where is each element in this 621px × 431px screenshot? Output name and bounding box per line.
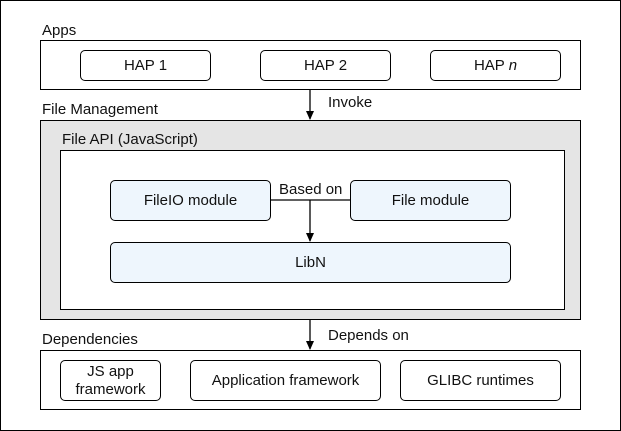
file-api-label: File API (JavaScript) [62,131,198,148]
js-app-framework-box: JS app framework [60,360,161,401]
hap-1-label: HAP 1 [123,56,168,74]
hap-n-label: HAP n [474,57,517,75]
hap-n-prefix: HAP [473,56,509,74]
libn-label: LibN [295,253,326,271]
fileio-module-label: FileIO module [143,191,238,209]
hap-2-label: HAP 2 [303,56,348,74]
application-framework-label: Application framework [211,371,360,389]
based-on-label: Based on [279,181,343,198]
application-framework-box: Application framework [190,360,381,401]
hap-n-box: HAP n [430,50,561,81]
hap-2-box: HAP 2 [260,50,391,81]
glibc-runtimes-label: GLIBC runtimes [427,371,534,389]
libn-box: LibN [110,242,511,283]
file-management-section-label: File Management [42,101,158,118]
file-module-box: File module [350,180,511,221]
invoke-label: Invoke [328,94,373,111]
hap-n-suffix: n [508,56,518,74]
glibc-runtimes-box: GLIBC runtimes [400,360,561,401]
dependencies-section-label: Dependencies [42,331,138,348]
js-app-framework-line2: framework [75,380,146,398]
depends-on-label: Depends on [328,327,409,344]
file-module-label: File module [391,191,470,209]
fileio-module-box: FileIO module [110,180,271,221]
js-app-framework-line1: JS app [87,362,134,380]
apps-section-label: Apps [42,22,77,39]
hap-1-box: HAP 1 [80,50,211,81]
file-api-panel [60,150,565,310]
